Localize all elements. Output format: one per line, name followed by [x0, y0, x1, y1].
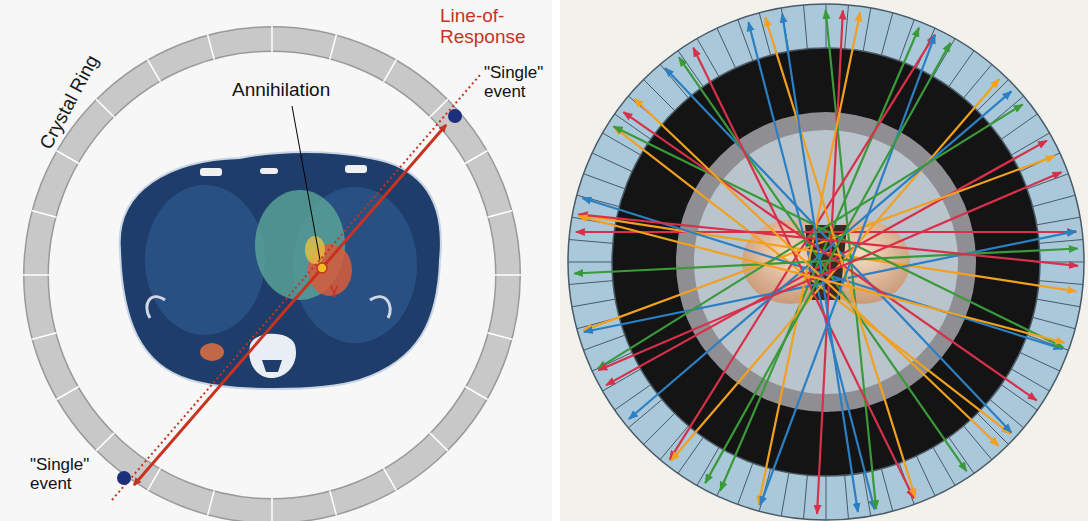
crystal-divider	[208, 34, 215, 59]
crystal-ring	[23, 26, 521, 521]
single-event-marks	[117, 109, 462, 485]
detector-divider	[644, 80, 675, 111]
coincidence-line	[598, 104, 1023, 368]
coincidence-line	[693, 48, 913, 498]
detector-divider	[964, 426, 992, 460]
coincidence-line	[614, 126, 1064, 347]
single-event-label: "Single" event	[30, 456, 92, 493]
crystal-divider	[384, 468, 397, 491]
detector-divider	[1033, 317, 1076, 328]
lor-label: Line-of-Response	[440, 6, 535, 48]
crystal-divider	[465, 151, 488, 164]
coincidence-line	[579, 214, 1078, 265]
coincidence-lines	[574, 10, 1078, 514]
crystal-divider	[56, 387, 79, 400]
detector-divider	[603, 369, 641, 391]
crystal-divider	[487, 211, 512, 218]
detector-divider	[584, 174, 625, 189]
detector-divider	[1020, 352, 1060, 371]
detector-divider	[1011, 133, 1049, 155]
detector-divider	[572, 299, 615, 307]
detector-divider	[717, 28, 736, 68]
coincidence-line	[705, 43, 950, 483]
crystal-divider	[271, 498, 273, 521]
detector-divider	[697, 39, 719, 77]
crystal-divider	[495, 274, 521, 276]
crystal-divider	[487, 333, 512, 340]
detector-divider	[1037, 217, 1080, 225]
detector-divider	[804, 5, 808, 49]
crystal-divider	[330, 490, 337, 515]
annihilation-label: Annihilation	[232, 80, 330, 101]
crystal-divider	[430, 99, 448, 117]
detector-divider	[569, 240, 613, 244]
detector-divider	[678, 437, 703, 473]
detector-divider	[1001, 114, 1037, 139]
detector-divider	[592, 153, 632, 172]
detector-divider	[660, 426, 688, 460]
crystal-divider	[31, 211, 56, 218]
gamma-label: γ	[330, 280, 339, 299]
detector-divider	[569, 281, 613, 285]
crystal-divider	[430, 433, 448, 451]
detector-divider	[863, 8, 871, 51]
crystal-divider	[148, 468, 161, 491]
detector-divider	[577, 195, 620, 206]
detector-divider	[584, 335, 625, 350]
crystal-divider	[96, 99, 114, 117]
crystal-divider	[330, 34, 337, 59]
crystal-divider	[208, 490, 215, 515]
detector-divider	[1039, 240, 1083, 244]
crystal-divider	[271, 26, 273, 52]
detector-divider	[781, 473, 789, 516]
detector-divider	[738, 20, 753, 61]
detector-divider	[1039, 281, 1083, 285]
crystal-divider	[148, 59, 161, 82]
detector-ring	[568, 4, 1084, 520]
line-of-response	[112, 75, 480, 500]
detector-divider	[804, 475, 808, 519]
coincidence-line	[578, 216, 1064, 343]
detector-divider	[933, 39, 955, 77]
crystal-divider	[465, 387, 488, 400]
detector-divider	[644, 413, 675, 444]
detector-divider	[933, 447, 955, 485]
detector-divider	[738, 463, 753, 504]
detector-divider	[568, 262, 612, 263]
crystal-divider	[23, 274, 49, 276]
detector-divider	[845, 5, 849, 49]
coincidence-line	[598, 172, 1061, 370]
detector-divider	[881, 469, 892, 512]
detector-divider	[845, 475, 849, 519]
detector-divider	[916, 456, 935, 496]
detector-divider	[881, 13, 892, 56]
coincidence-line	[613, 127, 1010, 434]
detector-divider	[1027, 174, 1068, 189]
detector-divider	[949, 437, 974, 473]
crystal-divider	[96, 433, 114, 451]
single-event-label: "Single" event	[484, 64, 546, 101]
detector-divider	[949, 51, 974, 87]
detector-divider	[660, 64, 688, 98]
detector-divider	[1037, 299, 1080, 307]
crystal-divider	[31, 333, 56, 340]
crystal-divider	[56, 151, 79, 164]
left-panel	[0, 0, 552, 521]
coincidence-line	[634, 99, 998, 446]
crystal-divider	[384, 59, 397, 82]
detector-divider	[1033, 195, 1076, 206]
coincidence-line	[765, 17, 915, 497]
right-panel	[560, 0, 1088, 521]
detector-divider	[990, 96, 1024, 124]
detector-divider	[678, 51, 703, 87]
detector-divider	[826, 476, 827, 520]
